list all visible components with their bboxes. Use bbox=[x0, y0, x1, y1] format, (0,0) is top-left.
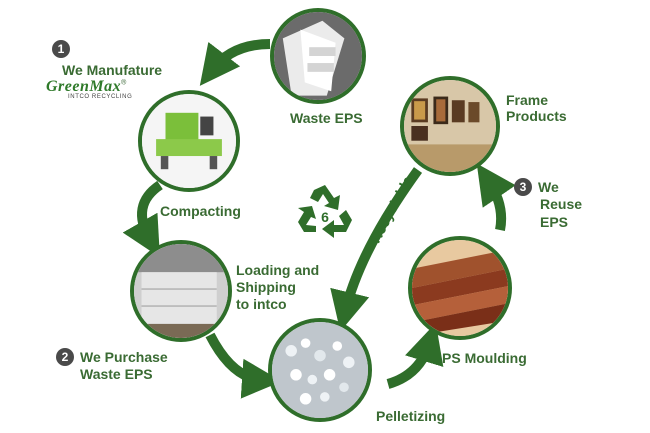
ps-moulding-photo bbox=[408, 236, 512, 340]
ps-moulding-label: PS Moulding bbox=[442, 350, 527, 366]
arrow-loading-to-pellets bbox=[205, 332, 282, 399]
arrow-waste-to-machine bbox=[199, 39, 271, 86]
waste-eps-label: Waste EPS bbox=[290, 110, 363, 126]
loading-label-line-3: to intco bbox=[236, 296, 287, 312]
waste-eps-photo bbox=[270, 8, 366, 104]
greenmax-logo: GreenMax® INTCO RECYCLING bbox=[46, 78, 156, 108]
logo-brand: GreenMax bbox=[46, 78, 122, 95]
loading-label-line-1: Loading and bbox=[236, 262, 320, 278]
step-3-title-3: EPS bbox=[540, 214, 569, 230]
logo-tagline: INTCO RECYCLING bbox=[68, 94, 133, 100]
frame-label-line-1: Frame bbox=[506, 92, 549, 108]
loading-shipping-photo bbox=[130, 240, 232, 342]
step-2-line-1: 2 We Purchase bbox=[56, 348, 168, 366]
step-2-badge: 2 bbox=[56, 348, 74, 366]
step-1-title: We Manufature bbox=[62, 62, 163, 78]
frame-label-line-2: Products bbox=[506, 108, 567, 124]
step-3-title-1: We bbox=[538, 179, 559, 195]
pelletizing-label: Pelletizing bbox=[376, 408, 446, 424]
recycle-symbol-icon: 6 bbox=[298, 185, 352, 238]
pellets-photo bbox=[268, 318, 372, 422]
compacting-label: Compacting bbox=[160, 203, 241, 219]
loading-label-line-2: Shipping bbox=[236, 279, 296, 295]
recycle-number: 6 bbox=[321, 209, 329, 225]
step-1-badge: 1 bbox=[52, 40, 70, 58]
step-3-title-2: Reuse bbox=[540, 196, 583, 212]
step-3-badge: 3 bbox=[514, 178, 532, 196]
arrow-pellets-to-moulding bbox=[386, 322, 444, 389]
arrow-machine-to-loading bbox=[122, 180, 163, 258]
step-3-line-1: 3 We bbox=[514, 178, 559, 196]
frame-products-photo bbox=[400, 76, 500, 176]
step-2-title-1: We Purchase bbox=[80, 349, 168, 365]
logo-mark: ® bbox=[121, 79, 127, 87]
step-2-title-2: Waste EPS bbox=[80, 366, 153, 382]
arrow-moulding-to-frame bbox=[476, 163, 516, 231]
step-1-badge-row: 1 bbox=[52, 40, 76, 58]
compactor-machine-photo bbox=[138, 90, 240, 192]
arrow-frame-to-pellets bbox=[330, 167, 423, 332]
